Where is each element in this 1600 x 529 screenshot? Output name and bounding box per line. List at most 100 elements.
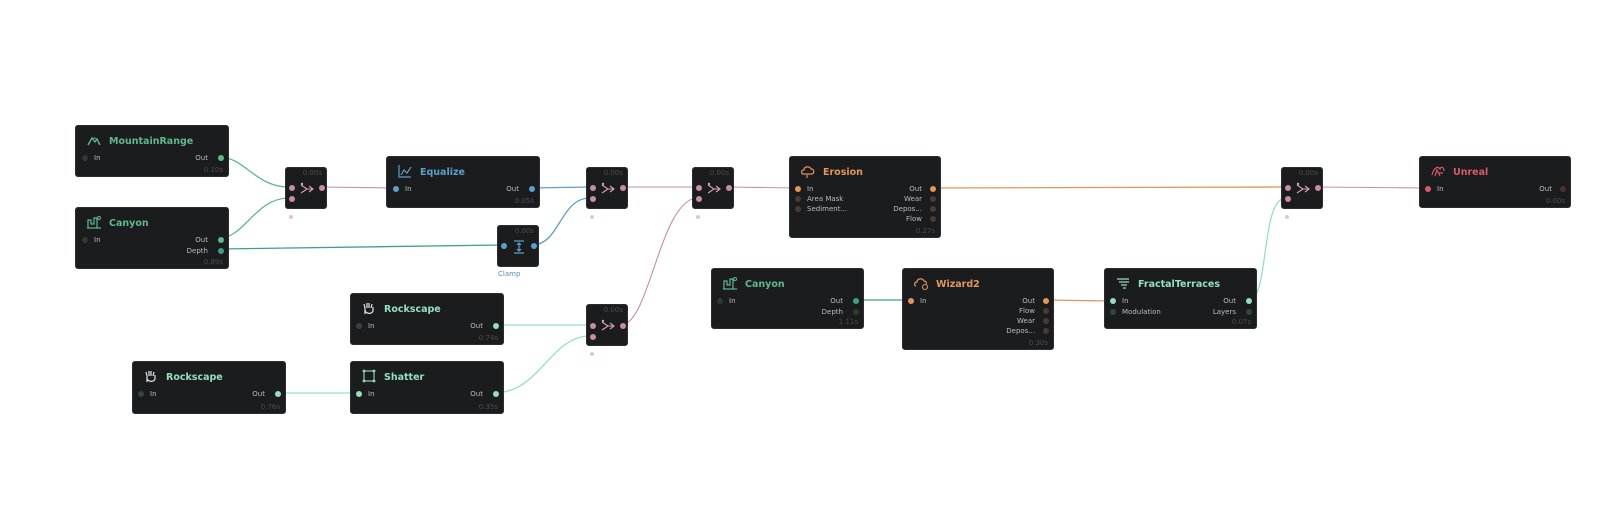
- input-port[interactable]: [1425, 186, 1431, 192]
- input-port[interactable]: [590, 185, 596, 191]
- node-title: MountainRange: [109, 136, 194, 147]
- node-fractalterraces[interactable]: FractalTerraces In Modulation Out Layers…: [1104, 268, 1257, 329]
- wire: [493, 335, 591, 394]
- node-wizard2[interactable]: Wizard2 In Out Flow Wear Depos... 0.30s: [902, 268, 1054, 350]
- combine-icon: [1296, 182, 1310, 194]
- input-port[interactable]: [590, 196, 596, 202]
- node-time: 0.07s: [1231, 318, 1251, 326]
- combine-node[interactable]: 0.00s: [692, 167, 734, 209]
- output-port[interactable]: [620, 185, 626, 191]
- input-port[interactable]: [501, 243, 507, 249]
- output-port[interactable]: [726, 185, 732, 191]
- node-rockscape[interactable]: Rockscape In Out 0.74s: [350, 293, 504, 345]
- node-rockscape[interactable]: Rockscape In Out 0.76s: [132, 361, 286, 414]
- input-port[interactable]: [1285, 185, 1291, 191]
- node-canyon[interactable]: Canyon In Out Depth 0.89s: [75, 207, 229, 269]
- output-port[interactable]: [930, 186, 936, 192]
- output-port-layers[interactable]: [1246, 309, 1252, 315]
- input-port[interactable]: [393, 186, 399, 192]
- input-port[interactable]: [82, 237, 88, 243]
- input-port-area-mask[interactable]: [795, 196, 801, 202]
- output-port-depth[interactable]: [218, 248, 224, 254]
- output-port[interactable]: [529, 186, 535, 192]
- preview-dot[interactable]: [696, 215, 700, 219]
- output-port[interactable]: [1043, 298, 1049, 304]
- input-port[interactable]: [908, 298, 914, 304]
- input-port[interactable]: [289, 196, 295, 202]
- output-port-deposits[interactable]: [1043, 328, 1049, 334]
- node-title: Rockscape: [384, 304, 441, 315]
- combine-icon: [707, 182, 721, 194]
- output-port[interactable]: [493, 391, 499, 397]
- preview-dot[interactable]: [590, 352, 594, 356]
- output-port[interactable]: [1560, 186, 1566, 192]
- combine-node[interactable]: 0.00s: [285, 167, 327, 209]
- clamp-label: Clamp: [498, 270, 521, 278]
- node-title: Rockscape: [166, 372, 223, 383]
- preview-dot[interactable]: [1285, 215, 1289, 219]
- input-port[interactable]: [696, 185, 702, 191]
- node-time: 0.00s: [514, 227, 534, 235]
- preview-dot[interactable]: [590, 215, 594, 219]
- output-port[interactable]: [1246, 298, 1252, 304]
- output-port[interactable]: [853, 298, 859, 304]
- input-port[interactable]: [1110, 298, 1116, 304]
- node-title: Canyon: [745, 279, 785, 290]
- input-port[interactable]: [795, 186, 801, 192]
- port-label-out: Out: [470, 390, 483, 398]
- node-time: 0.00s: [603, 306, 623, 314]
- input-port[interactable]: [82, 155, 88, 161]
- combine-node[interactable]: 0.00s: [586, 304, 628, 346]
- input-port[interactable]: [590, 323, 596, 329]
- output-port-flow[interactable]: [930, 216, 936, 222]
- node-unreal[interactable]: Unreal In Out 0.00s: [1419, 156, 1571, 208]
- output-port-flow[interactable]: [1043, 308, 1049, 314]
- input-port[interactable]: [590, 334, 596, 340]
- node-canyon[interactable]: Canyon In Out Depth 1.11s: [711, 268, 864, 329]
- output-port[interactable]: [218, 237, 224, 243]
- output-port-wear[interactable]: [930, 196, 936, 202]
- wire: [218, 197, 290, 239]
- output-port[interactable]: [275, 391, 281, 397]
- preview-dot[interactable]: [289, 215, 293, 219]
- input-port-sediment[interactable]: [795, 206, 801, 212]
- combine-node[interactable]: 0.00s: [1281, 167, 1323, 209]
- output-port-depth[interactable]: [853, 309, 859, 315]
- input-port[interactable]: [356, 391, 362, 397]
- output-port[interactable]: [1315, 185, 1321, 191]
- clamp-node[interactable]: 0.00s: [497, 225, 539, 267]
- input-port[interactable]: [138, 391, 144, 397]
- output-port[interactable]: [218, 155, 224, 161]
- input-port[interactable]: [717, 298, 723, 304]
- chart-icon: [398, 165, 412, 178]
- output-port[interactable]: [319, 185, 325, 191]
- port-label-wear: Wear: [904, 195, 922, 203]
- output-port-deposits[interactable]: [930, 206, 936, 212]
- node-erosion[interactable]: Erosion In Area Mask Sediment... Out Wea…: [789, 156, 941, 238]
- input-port[interactable]: [356, 323, 362, 329]
- input-port[interactable]: [1285, 196, 1291, 202]
- node-mountainrange[interactable]: MountainRange In Out 0.10s: [75, 125, 229, 177]
- output-port[interactable]: [493, 323, 499, 329]
- wire: [728, 186, 796, 189]
- port-label-deposits: Depos...: [1006, 327, 1035, 335]
- wire: [218, 156, 290, 188]
- port-label-flow: Flow: [1019, 307, 1035, 315]
- input-port[interactable]: [696, 196, 702, 202]
- node-title: Shatter: [384, 372, 425, 383]
- combine-icon: [300, 182, 314, 194]
- output-port-wear[interactable]: [1043, 318, 1049, 324]
- node-time: 0.00s: [302, 169, 322, 177]
- combine-icon: [601, 319, 615, 331]
- node-shatter[interactable]: Shatter In Out 0.35s: [350, 361, 504, 414]
- node-equalize[interactable]: Equalize In Out 0.05s: [386, 156, 540, 208]
- combine-icon: [601, 182, 615, 194]
- port-label-in: In: [1122, 297, 1129, 305]
- combine-node[interactable]: 0.00s: [586, 167, 628, 209]
- input-port-modulation[interactable]: [1110, 309, 1116, 315]
- output-port[interactable]: [620, 323, 626, 329]
- node-time: 0.35s: [478, 403, 498, 411]
- input-port[interactable]: [289, 185, 295, 191]
- output-port[interactable]: [531, 243, 537, 249]
